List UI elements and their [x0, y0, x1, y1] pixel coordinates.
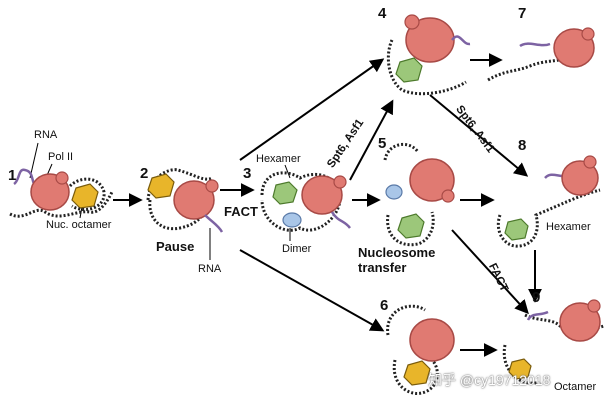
watermark: 知乎 @cy19712018 — [428, 372, 551, 388]
rna-strand — [330, 211, 351, 229]
wrapped-dna — [383, 143, 420, 161]
rna-bottom-label: RNA — [198, 263, 222, 275]
step-number-6: 6 — [380, 297, 389, 314]
wrapped-dna — [496, 188, 601, 248]
pol-ii-knob — [441, 189, 455, 203]
pol-ii — [409, 158, 455, 202]
dna-strand — [487, 56, 569, 82]
histone-hexamer — [272, 181, 298, 205]
pause-label: Pause — [156, 239, 195, 254]
pol-ii — [173, 180, 215, 220]
h2a-h2b-dimer — [282, 212, 302, 228]
dimer-label: Dimer — [282, 243, 312, 255]
step-number-1: 1 — [8, 167, 17, 184]
pol-ii-knob — [404, 14, 420, 30]
octamer-label-9: Octamer — [554, 381, 597, 393]
pol-ii-label: Pol II — [48, 151, 74, 163]
step-number-5: 5 — [378, 135, 387, 152]
wrapped-dna-lower — [386, 211, 435, 247]
complex-4 — [386, 14, 471, 96]
complex-2 — [146, 168, 224, 233]
pol-ii-knob — [333, 175, 347, 189]
pol-ii-knob — [205, 179, 219, 193]
rna-strand — [519, 42, 551, 48]
histone-hexamer — [395, 57, 423, 83]
dna-strand — [9, 191, 114, 218]
h2a-h2b-dimer — [385, 184, 403, 200]
pol-ii — [561, 160, 599, 196]
arrows — [113, 53, 542, 357]
complex-3 — [260, 171, 351, 232]
wrapped-dna — [386, 39, 467, 96]
arrow-3-to-4b — [349, 99, 394, 181]
arrow-5-to-9 — [451, 229, 529, 315]
arrow-3-to-4 — [239, 58, 385, 161]
wrapped-dna-lower — [392, 358, 439, 395]
step-number-3: 3 — [243, 165, 252, 182]
pol-ii — [301, 175, 343, 215]
complex-9 — [502, 299, 605, 385]
rna-label: RNA — [34, 129, 58, 141]
complex-6 — [386, 304, 455, 395]
nucleosome-transfer-label: Nucleosome transfer — [358, 245, 436, 275]
pol-ii — [405, 17, 455, 63]
complex-8 — [496, 155, 601, 248]
wrapped-dna — [386, 304, 426, 336]
histone-hexamer — [397, 213, 425, 239]
rna-strand — [204, 214, 224, 233]
step-number-8: 8 — [518, 137, 527, 154]
pol-ii — [559, 302, 601, 342]
wrapped-dna — [68, 177, 106, 211]
complex-1 — [9, 168, 114, 218]
complex-5 — [383, 143, 455, 247]
rna-strand — [526, 310, 549, 321]
step-number-4: 4 — [378, 5, 387, 22]
step-number-7: 7 — [518, 5, 527, 22]
arrow-3-to-6 — [239, 249, 385, 332]
rna-strand — [451, 35, 471, 46]
arrow-4-to-8 — [429, 94, 529, 177]
histone-octamer — [71, 183, 99, 209]
pol-ii-knob — [55, 171, 69, 185]
step-number-9: 9 — [532, 289, 541, 306]
hexamer-label-8: Hexamer — [546, 221, 591, 233]
histone-hexamer — [504, 218, 529, 241]
fact-label: FACT — [224, 204, 258, 219]
hexamer-label-3: Hexamer — [256, 153, 301, 165]
nuc-octamer-label: Nuc. octamer — [46, 219, 112, 231]
complex-7 — [487, 27, 595, 82]
histone-octamer — [403, 360, 431, 386]
pol-ii-knob — [587, 299, 601, 313]
histone-octamer — [508, 358, 532, 380]
step-number-2: 2 — [140, 165, 149, 182]
pol-ii — [409, 318, 455, 362]
pol-ii-knob — [583, 155, 597, 169]
histone-octamer — [147, 173, 175, 199]
pol-ii-knob — [581, 27, 595, 41]
